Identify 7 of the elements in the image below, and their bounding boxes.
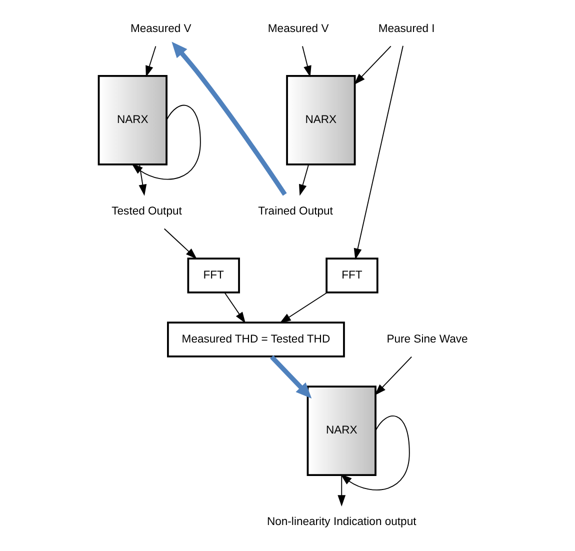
node-text: Trained Output	[258, 205, 333, 218]
node-text: Pure Sine Wave	[386, 333, 468, 346]
node-text: Measured V	[268, 22, 329, 35]
node-text: Tested Output	[112, 205, 182, 218]
node-text: Measured V	[130, 22, 192, 35]
node-text: Measured I	[378, 22, 435, 35]
node-text: Non-linearity Indication output	[266, 516, 416, 528]
